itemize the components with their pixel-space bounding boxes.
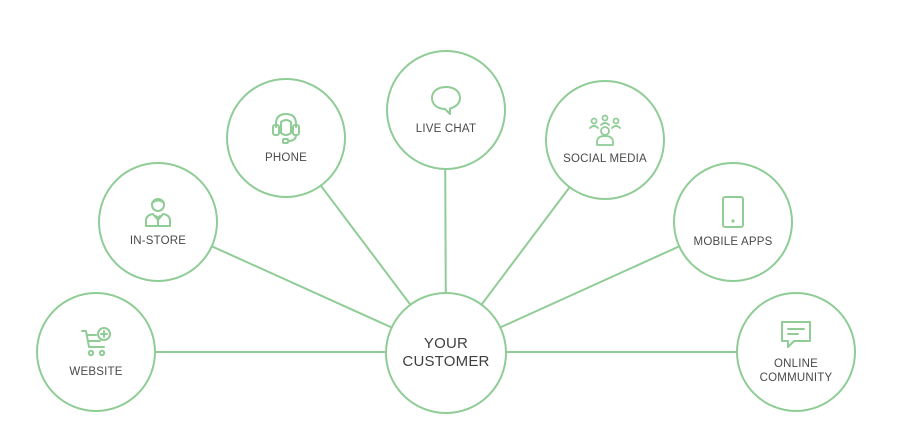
node-in-store-label: IN-STORE [129,235,187,247]
node-online-community-label-line2: COMMUNITY [759,372,833,384]
center-label-line1: YOUR [423,335,469,352]
headset-icon [272,113,300,144]
node-social-media: SOCIAL MEDIA [545,80,665,200]
node-social-media-label: SOCIAL MEDIA [563,153,647,165]
store-clerk-icon [145,198,171,227]
node-online-community: ONLINE COMMUNITY [736,292,856,412]
shopping-cart-plus-icon [81,327,111,357]
smartphone-icon [722,196,744,228]
node-in-store: IN-STORE [98,162,218,282]
center-label-line2: CUSTOMER [402,353,490,370]
node-live-chat-label: LIVE CHAT [415,123,477,135]
node-live-chat: LIVE CHAT [386,50,506,170]
node-website-label: WEBSITE [69,366,123,378]
chat-bubble-icon [431,86,461,115]
node-mobile-apps-label: MOBILE APPS [693,236,773,248]
node-online-community-label-line1: ONLINE [773,358,819,370]
node-phone-label: PHONE [265,152,307,164]
node-website: WEBSITE [36,292,156,412]
message-box-icon [781,321,811,348]
node-online-community-label: ONLINE COMMUNITY [760,357,833,385]
node-your-customer: YOUR CUSTOMER [385,292,507,414]
people-group-icon [589,114,621,146]
node-phone: PHONE [226,78,346,198]
center-label: YOUR CUSTOMER [402,335,489,371]
node-mobile-apps: MOBILE APPS [673,162,793,282]
